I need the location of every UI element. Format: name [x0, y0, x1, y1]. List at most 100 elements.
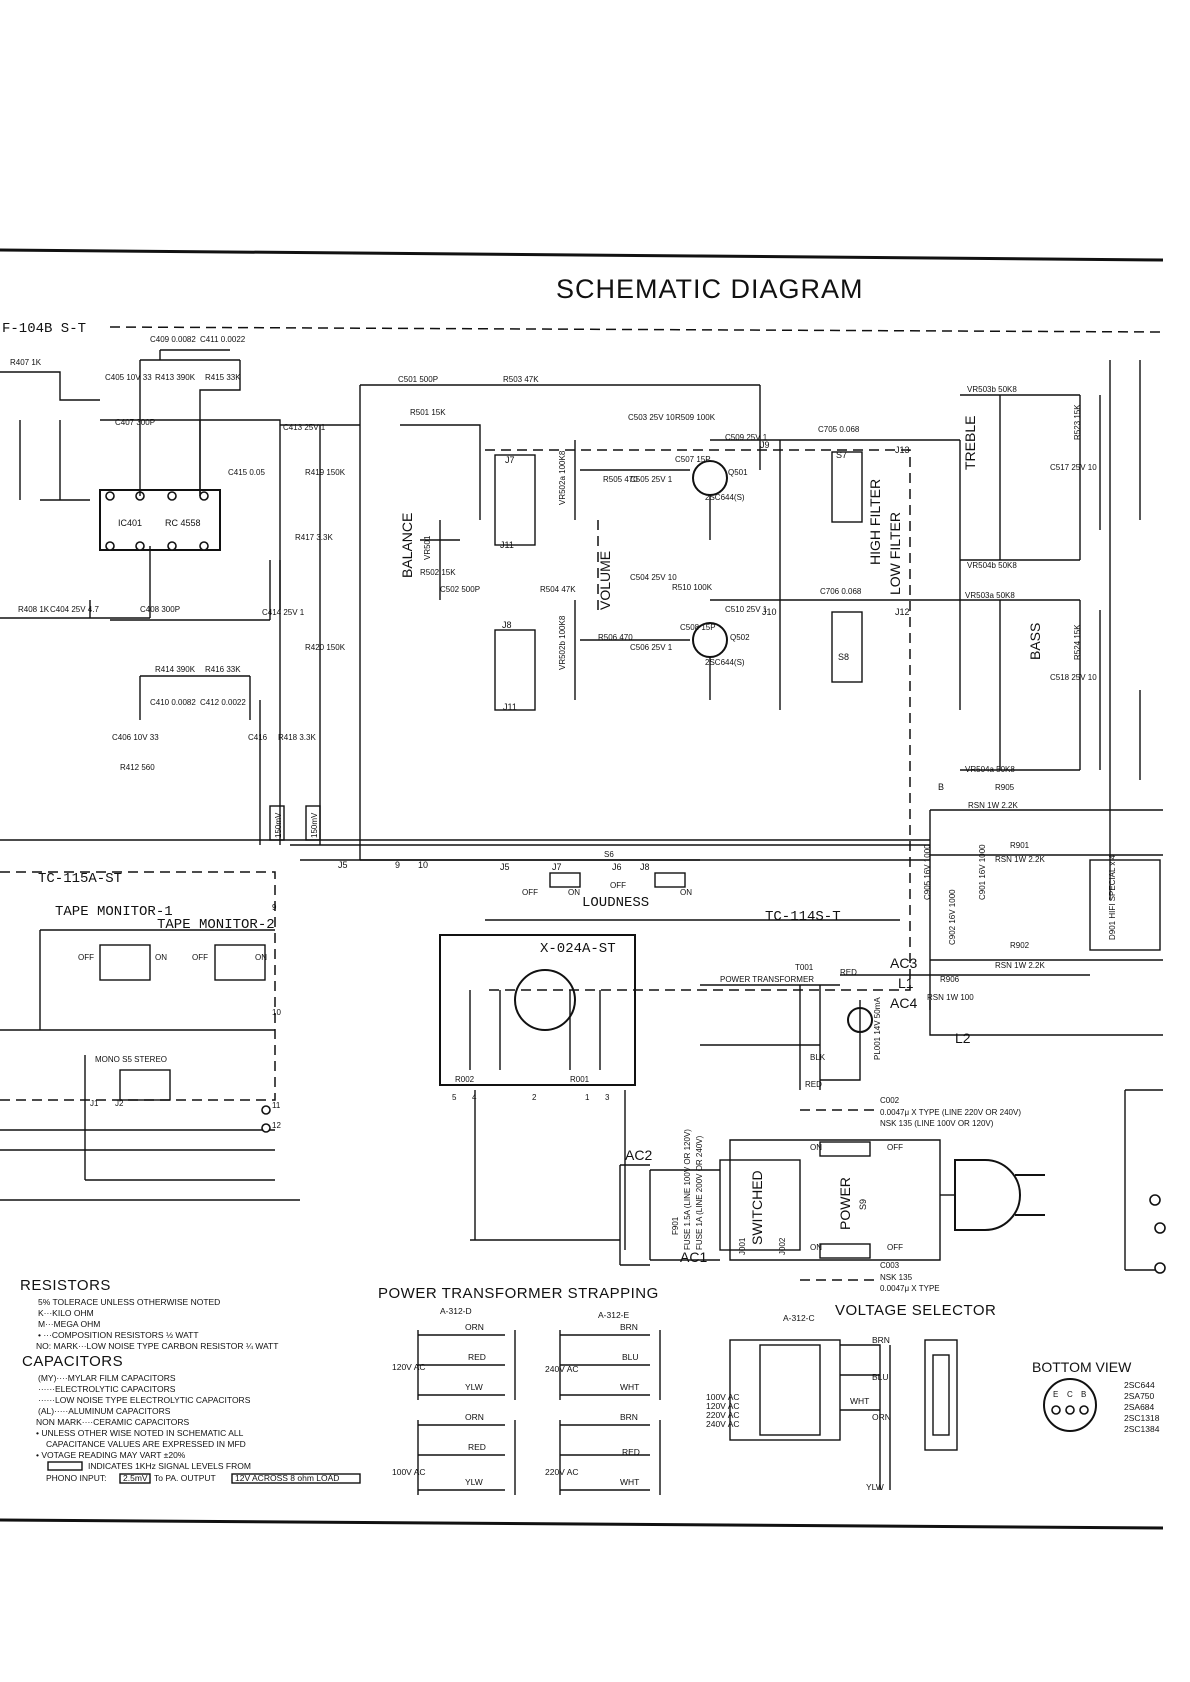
- svg-text:J11: J11: [503, 702, 517, 712]
- svg-text:12: 12: [272, 1121, 281, 1130]
- c405-label: C405 10V 33: [105, 373, 152, 382]
- svg-text:YLW: YLW: [465, 1477, 483, 1487]
- svg-text:10: 10: [418, 860, 428, 870]
- resistor-line-1: 5% TOLERACE UNLESS OTHERWISE NOTED: [38, 1297, 220, 1307]
- voltage-selector: VOLTAGE SELECTOR 100V AC 120V AC 220V AC…: [706, 1302, 996, 1492]
- svg-text:ON: ON: [810, 1243, 822, 1252]
- r503-label: R503 47K: [503, 375, 539, 384]
- svg-text:ON: ON: [155, 953, 167, 962]
- tape-monitor-1-label: TAPE MONITOR-1: [55, 904, 173, 920]
- r414-label: R414 390K: [155, 665, 196, 674]
- output-level: 12V ACROSS 8 ohm LOAD: [235, 1473, 339, 1483]
- f901-label: F901: [671, 1216, 680, 1235]
- loudness-label: LOUDNESS: [582, 895, 649, 911]
- svg-text:BLU: BLU: [872, 1372, 889, 1382]
- capacitor-line-4: (AL)·····ALUMINUM CAPACITORS: [38, 1406, 171, 1416]
- capacitor-line-9: INDICATES 1KHz SIGNAL LEVELS FROM: [88, 1461, 251, 1471]
- tape-monitor-section: TC-115A-ST TAPE MONITOR-1 TAPE MONITOR-2…: [0, 871, 300, 1201]
- svg-text:RED: RED: [468, 1352, 486, 1362]
- resistors-heading: RESISTORS: [20, 1277, 111, 1294]
- selector-wafer: [514, 969, 576, 1031]
- svg-text:J5: J5: [500, 862, 510, 872]
- transistor-2: 2SA750: [1124, 1391, 1155, 1401]
- loudness-switch-left: [549, 872, 581, 888]
- capacitor-line-1: (MY)····MYLAR FILM CAPACITORS: [38, 1373, 176, 1383]
- low-filter-label: LOW FILTER: [887, 512, 903, 595]
- q502-label: Q502: [730, 633, 750, 642]
- svg-text:OFF: OFF: [522, 888, 538, 897]
- r506-label: R506 470: [598, 633, 633, 642]
- svg-text:WHT: WHT: [850, 1396, 869, 1406]
- pl001-label: PL001 14V 50mA: [873, 997, 882, 1060]
- switched-label: SWITCHED: [749, 1170, 765, 1245]
- c409-label: C409 0.0082: [150, 335, 196, 344]
- svg-text:5: 5: [452, 1093, 457, 1102]
- svg-text:S6: S6: [604, 850, 614, 859]
- high-filter-switch: [831, 451, 863, 523]
- preamp-section: IC401 RC 4558 C409 0.0082 C411 0.0022 R4…: [0, 335, 360, 845]
- bottom-view-heading: BOTTOM VIEW: [1032, 1359, 1132, 1375]
- svg-text:3: 3: [605, 1093, 610, 1102]
- q501-type: 2SC644(S): [705, 493, 745, 502]
- svg-text:9: 9: [395, 860, 400, 870]
- q501-label: Q501: [728, 468, 748, 477]
- svg-text:J1: J1: [90, 1099, 99, 1108]
- r510-label: R510 100K: [672, 583, 713, 592]
- c905-label: C905 16V 1000: [923, 844, 932, 900]
- svg-text:YLW: YLW: [465, 1382, 483, 1392]
- svg-text:240V AC: 240V AC: [706, 1419, 740, 1429]
- svg-text:BLU: BLU: [622, 1352, 639, 1362]
- c413-label: C413 25V 1: [283, 423, 326, 432]
- r902-label: R902: [1010, 941, 1030, 950]
- transistor-3: 2SA684: [1124, 1402, 1155, 1412]
- strap-a312d: A-312-D: [440, 1306, 472, 1316]
- capacitor-line-7: CAPACITANCE VALUES ARE EXPRESSED IN MFD: [46, 1439, 246, 1449]
- r906-label: R906: [940, 975, 960, 984]
- svg-text:B: B: [938, 782, 944, 792]
- c517-label: C517 25V 10: [1050, 463, 1097, 472]
- capacitor-line-5: NON MARK····CERAMIC CAPACITORS: [36, 1417, 189, 1427]
- svg-text:ON: ON: [810, 1143, 822, 1152]
- svg-text:RED: RED: [468, 1442, 486, 1452]
- r408-label: R408 1K: [18, 605, 50, 614]
- r415-label: R415 33K: [205, 373, 241, 382]
- c412-label: C412 0.0022: [200, 698, 246, 707]
- svg-text:RED: RED: [840, 968, 857, 977]
- r524-label: R524 15K: [1073, 624, 1082, 660]
- svg-text:ON: ON: [568, 888, 580, 897]
- c506-label: C506 25V 1: [630, 643, 673, 652]
- r417-label: R417 3.3K: [295, 533, 333, 542]
- board-label-tc114s: TC-114S-T: [765, 909, 841, 925]
- svg-text:R001: R001: [570, 1075, 590, 1084]
- c509-label: C509 25V 1: [725, 433, 768, 442]
- vr503b-label: VR503b 50K8: [967, 385, 1017, 394]
- c504-label: C504 25V 10: [630, 573, 677, 582]
- x024a-board: [439, 934, 636, 1086]
- c407-label: C407 300P: [115, 418, 155, 427]
- r418-label: R418 3.3K: [278, 733, 316, 742]
- l2-label: L2: [955, 1030, 971, 1046]
- svg-text:ORN: ORN: [872, 1412, 891, 1422]
- svg-text:J13: J13: [895, 445, 910, 455]
- board-label-x024a: X-024A-ST: [540, 941, 616, 957]
- svg-text:2: 2: [532, 1093, 537, 1102]
- r504-label: R504 47K: [540, 585, 576, 594]
- balance-label: BALANCE: [399, 513, 415, 578]
- ic401-body: [99, 489, 221, 551]
- level-150mv-2: 150mV: [310, 812, 319, 838]
- svg-text:OFF: OFF: [192, 953, 208, 962]
- strapping-heading: POWER TRANSFORMER STRAPPING: [378, 1285, 659, 1302]
- r505-label: R505 470: [603, 475, 638, 484]
- vr502b-label: VR502b 100K8: [558, 615, 567, 670]
- page-title: SCHEMATIC DIAGRAM: [556, 274, 864, 304]
- svg-text:ORN: ORN: [465, 1322, 484, 1332]
- svg-text:WHT: WHT: [620, 1477, 639, 1487]
- resistor-line-3: M···MEGA OHM: [38, 1319, 100, 1329]
- svg-text:RED: RED: [622, 1447, 640, 1457]
- capacitor-line-3: ······LOW NOISE TYPE ELECTROLYTIC CAPACI…: [38, 1395, 251, 1405]
- vr504b-label: VR504b 50K8: [967, 561, 1017, 570]
- capacitor-line-8: • VOTAGE READING MAY VART ±20%: [36, 1450, 186, 1460]
- r502-label: R502 15K: [420, 568, 456, 577]
- svg-text:J5: J5: [338, 860, 348, 870]
- c502-label: C502 500P: [440, 585, 480, 594]
